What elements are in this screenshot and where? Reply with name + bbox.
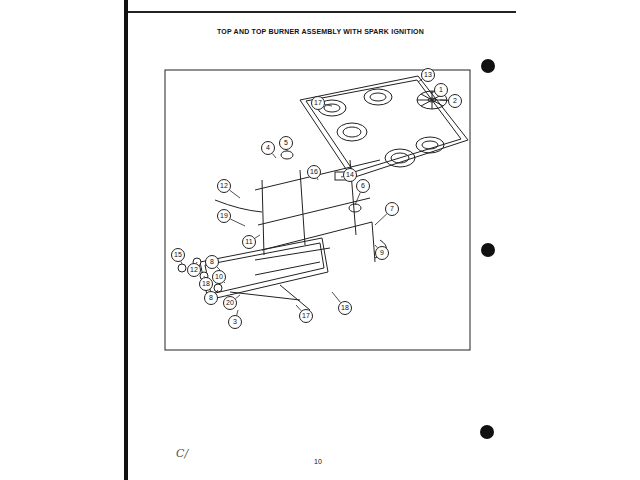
leader-line [224,282,225,283]
callout-number: 11 [239,237,259,247]
leader-line [230,219,245,226]
handwritten-note: C/ [176,448,188,460]
page-edge [124,0,128,480]
control-panel [200,238,328,310]
leader-line [430,92,434,93]
leader-line [216,290,218,293]
leader-line [296,305,301,311]
leader-line [230,190,240,198]
diagram-title: TOP AND TOP BURNER ASSEMBLY WITH SPARK I… [217,27,424,37]
page-top-line [128,11,516,13]
callout-number: 19 [214,211,234,221]
callout-number: 7 [382,204,402,214]
callout-number: 2 [445,96,465,106]
leader-line [355,192,360,205]
callout-number: 8 [201,293,221,303]
callout-number: 5 [276,138,296,148]
leader-line [317,178,319,180]
leader-line [237,310,238,315]
callout-number: 1 [431,85,451,95]
callout-number: 17 [296,311,316,321]
callout-number: 9 [372,248,392,258]
callout-number: 3 [225,317,245,327]
callout-number: 18 [335,303,355,313]
callout-number: 13 [418,70,438,80]
leader-line [440,100,448,102]
punch-hole [481,59,495,73]
callout-number: 20 [220,298,240,308]
leader-line [235,295,240,299]
callout-number: 4 [258,143,278,153]
leader-line [375,245,377,248]
leader-line [286,150,287,151]
cooktop [300,76,468,178]
punch-hole [481,243,495,257]
callout-circles [172,69,462,329]
punch-hole [480,425,494,439]
illustration-frame [165,70,470,350]
leader-line [332,292,341,303]
leader-line [255,235,260,238]
callout-number: 14 [340,170,360,180]
callout-number: 10 [209,272,229,282]
callout-number: 8 [202,257,222,267]
leader-line [181,261,182,264]
callout-number: 6 [353,181,373,191]
callout-number: 16 [304,167,324,177]
leader-line [341,176,343,177]
leader-line [375,214,387,225]
leader-line [272,153,276,158]
callout-number: 12 [184,265,204,275]
leader-line [204,276,205,277]
callout-number: 15 [168,250,188,260]
callout-number: 18 [196,279,216,289]
callout-number: 17 [308,98,328,108]
leader-line [196,262,198,263]
leader-line [418,79,422,82]
leader-line [217,267,220,270]
page-number: 10 [314,457,322,467]
leader-line [325,104,332,106]
burner-manifold [215,151,386,275]
callout-number: 12 [214,181,234,191]
